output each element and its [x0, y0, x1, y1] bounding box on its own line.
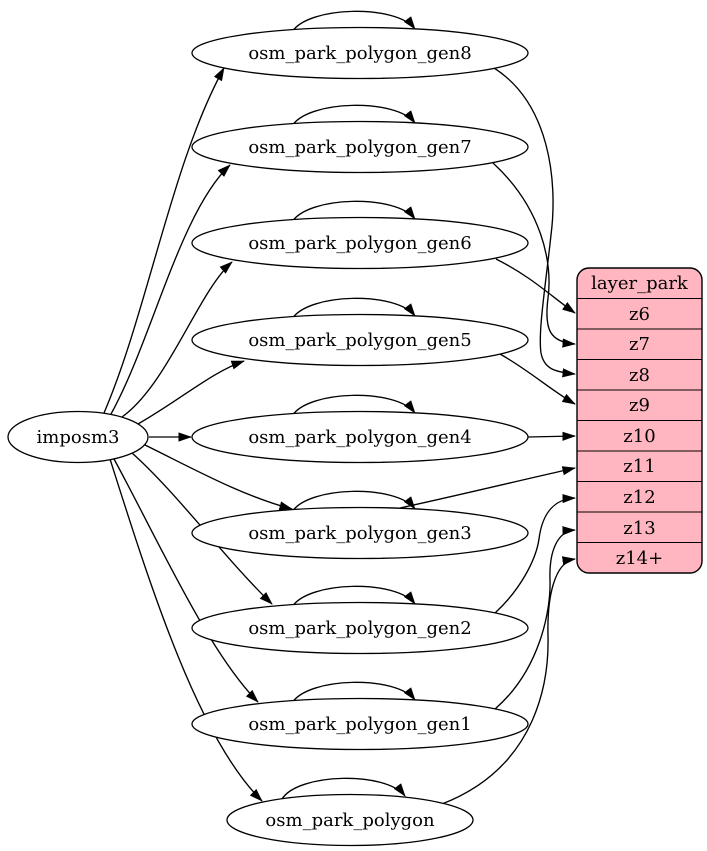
record-row-z12: z12 — [623, 487, 655, 508]
self-loop-gen4 — [291, 394, 416, 417]
record-row-z11: z11 — [623, 456, 655, 477]
record-row-z8: z8 — [629, 365, 650, 386]
layer-park-title: layer_park — [591, 273, 689, 294]
edge-gen3-z11 — [399, 466, 576, 509]
edge-gen8-z8 — [493, 67, 576, 378]
gen5-shape — [191, 313, 529, 367]
gen4-label: osm_park_polygon_gen4 — [248, 427, 471, 448]
edge-gen1-z13 — [494, 526, 576, 710]
node-osm-park-polygon-gen1: osm_park_polygon_gen1 — [191, 697, 529, 751]
edge-imposm3-gen6 — [121, 261, 233, 418]
record-row-z6: z6 — [629, 304, 650, 325]
gen3-label: osm_park_polygon_gen3 — [248, 523, 471, 544]
gen3-shape — [191, 506, 529, 560]
self-loop-gen6 — [291, 200, 416, 223]
edge-osm-park-polygon-z14plus — [441, 556, 576, 805]
edge-imposm3-gen8 — [103, 67, 225, 414]
gen7-shape — [191, 120, 529, 174]
imposm3-label: imposm3 — [37, 427, 120, 448]
edge-imposm3-gen3 — [144, 444, 293, 511]
node-osm-park-polygon: osm_park_polygon — [226, 793, 474, 847]
osm-park-polygon-shape — [226, 793, 474, 847]
edge-imposm3-gen7 — [110, 164, 231, 415]
self-loop-gen1 — [291, 681, 416, 704]
gen8-label: osm_park_polygon_gen8 — [248, 43, 471, 64]
node-osm-park-polygon-gen2: osm_park_polygon_gen2 — [191, 601, 529, 655]
record-row-z14plus: z14+ — [616, 548, 663, 569]
imposm3-shape — [7, 410, 149, 464]
gen1-shape — [191, 697, 529, 751]
gen6-shape — [191, 216, 529, 270]
gen2-shape — [191, 601, 529, 655]
gen2-label: osm_park_polygon_gen2 — [248, 618, 471, 639]
edge-gen4-z10 — [527, 431, 576, 441]
node-osm-park-polygon-gen6: osm_park_polygon_gen6 — [191, 216, 529, 270]
self-loop-osm-park-polygon — [281, 777, 406, 800]
self-loop-gen7 — [291, 104, 416, 127]
node-osm-park-polygon-gen7: osm_park_polygon_gen7 — [191, 120, 529, 174]
gen4-shape — [191, 410, 529, 464]
record-row-z13: z13 — [623, 518, 655, 539]
node-osm-park-polygon-gen5: osm_park_polygon_gen5 — [191, 313, 529, 367]
self-loop-gen8 — [291, 10, 416, 33]
edge-gen7-z7 — [492, 162, 576, 348]
node-imposm3: imposm3 — [7, 410, 149, 464]
self-loop-gen2 — [291, 585, 416, 608]
edge-gen5-z9 — [499, 353, 576, 405]
edges-tables-to-layer — [399, 67, 576, 805]
gen5-label: osm_park_polygon_gen5 — [248, 330, 471, 351]
edge-imposm3-osm-park-polygon — [109, 458, 263, 802]
self-loop-gen5 — [291, 297, 416, 320]
gen8-shape — [191, 26, 529, 80]
osm-park-polygon-label: osm_park_polygon — [265, 810, 435, 831]
node-osm-park-polygon-gen8: osm_park_polygon_gen8 — [191, 26, 529, 80]
edges-imposm3-to-tables — [103, 67, 293, 802]
edge-imposm3-gen1 — [113, 458, 259, 703]
gen7-label: osm_park_polygon_gen7 — [248, 137, 471, 158]
edge-gen2-z12 — [494, 493, 576, 614]
layer-park-row-separators — [577, 297, 702, 544]
record-layer-park: layer_park z6 z7 z8 z9 z10 z11 z12 z13 z… — [576, 267, 703, 574]
self-loops — [281, 10, 416, 800]
record-row-z9: z9 — [629, 395, 650, 416]
self-loop-gen3 — [291, 490, 416, 513]
node-osm-park-polygon-gen3: osm_park_polygon_gen3 — [191, 506, 529, 560]
node-osm-park-polygon-gen4: osm_park_polygon_gen4 — [191, 410, 529, 464]
edge-imposm3-gen5 — [137, 360, 245, 425]
record-row-z7: z7 — [629, 334, 650, 355]
gen1-label: osm_park_polygon_gen1 — [248, 714, 471, 735]
gen6-label: osm_park_polygon_gen6 — [248, 233, 471, 254]
edge-gen6-z6 — [495, 258, 576, 314]
record-row-z10: z10 — [623, 426, 655, 447]
